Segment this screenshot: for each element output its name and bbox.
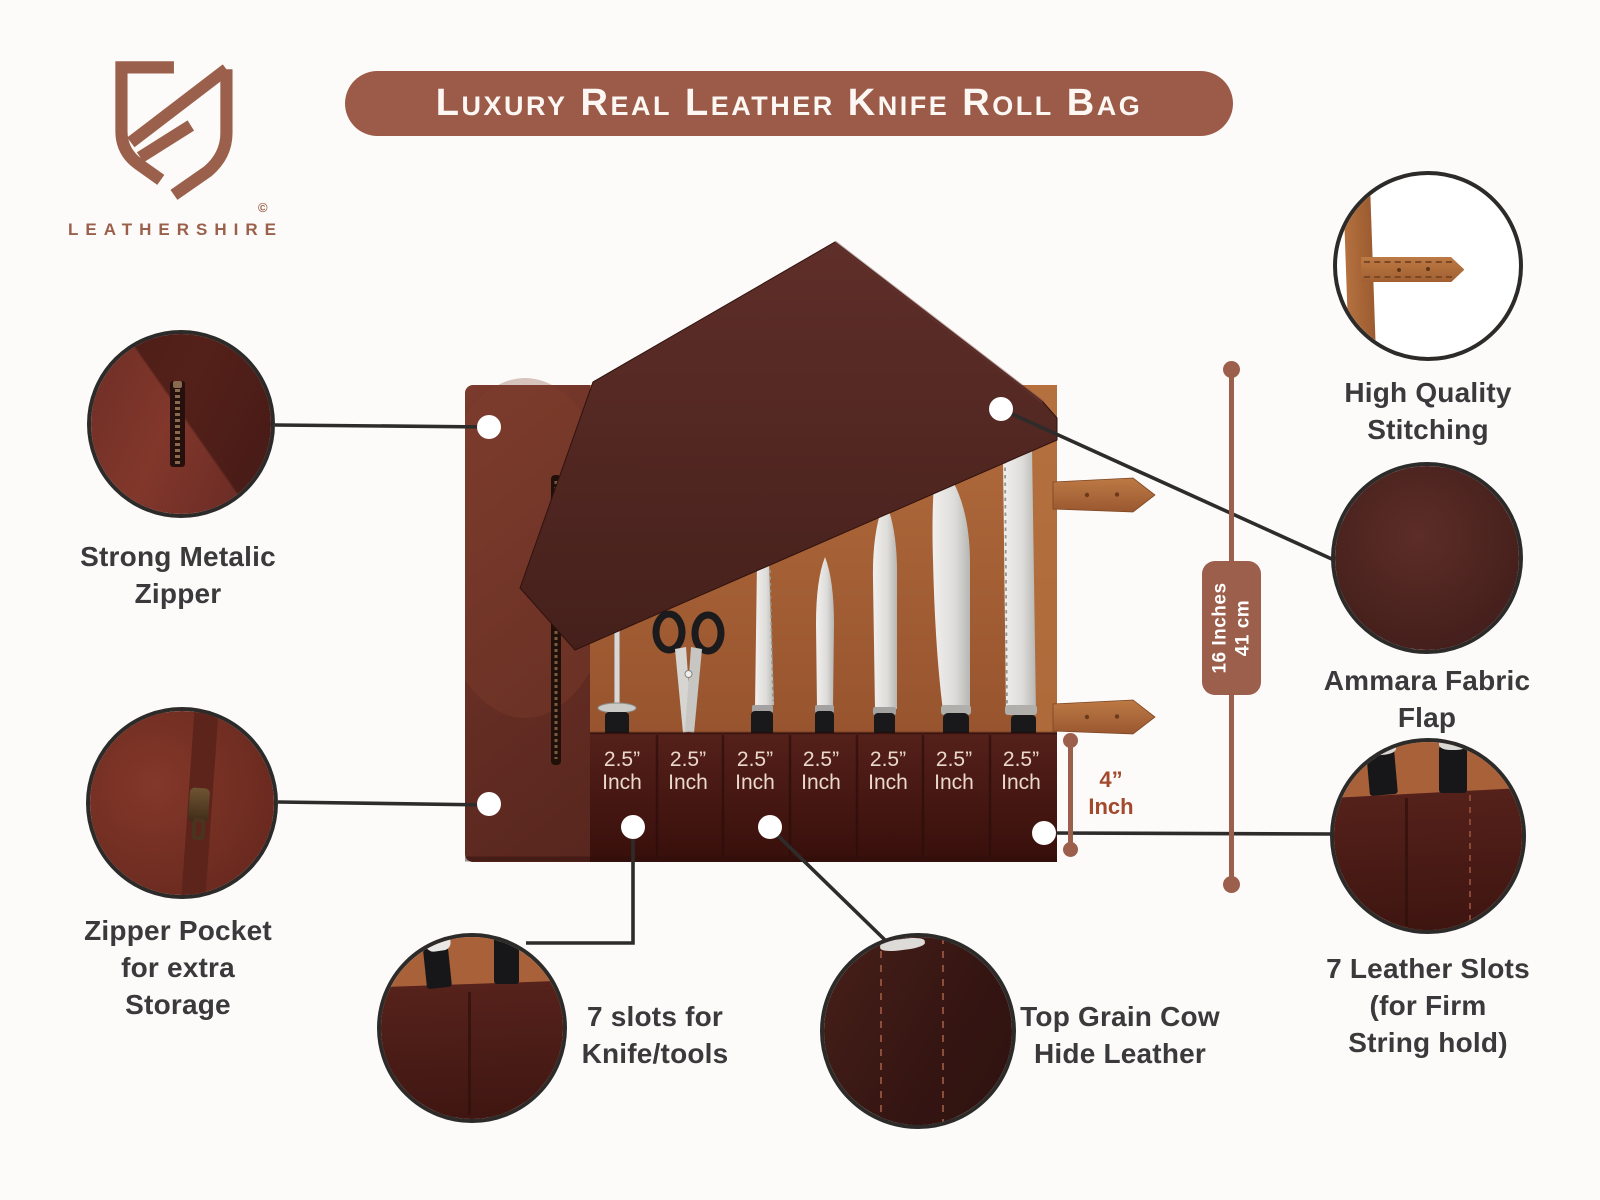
tool-slots-pocket-band (381, 980, 563, 1119)
ammara-fabric-photo-circle (1331, 462, 1523, 654)
pocket-zipper-pull-ring (190, 817, 206, 841)
strap-rivet-1 (1397, 267, 1402, 272)
closure-strap-top (1052, 477, 1156, 513)
slots-knife-handle-2 (1439, 745, 1468, 793)
zipper-teeth (175, 384, 181, 464)
strap-measure-dot-top (1063, 733, 1078, 748)
bread-knife (1003, 442, 1037, 745)
slot-size-label-6: 2.5”Inch (934, 748, 974, 794)
ammara-fabric-bg (1335, 466, 1519, 650)
strap-rivet-2 (1426, 266, 1431, 271)
connector-zipper-pocket (277, 800, 491, 807)
slot-size-label-4: 2.5”Inch (801, 748, 841, 794)
title-banner: Luxury Real Leather Knife Roll Bag (345, 71, 1233, 136)
ammara-flap (519, 241, 1058, 651)
zipper-pocket-photo-circle (86, 707, 278, 899)
top-grain-stitch-1 (880, 937, 883, 1125)
slot-size-label-5: 2.5”Inch (868, 748, 908, 794)
length-measure-dot-top (1223, 361, 1240, 378)
caption-zipper-pocket: Zipper Pocket for extra Storage (84, 915, 272, 1020)
metalic-zipper-photo-circle (87, 330, 275, 518)
pocket-leather-bg (90, 711, 274, 895)
slots-crease-1 (1405, 798, 1409, 927)
brand-monogram-icon (115, 61, 233, 200)
stitch-line-top (1364, 261, 1452, 264)
carving-knife (872, 500, 898, 743)
tool-slots-crease (468, 991, 472, 1116)
slots-stitch-line (1469, 794, 1472, 927)
slots-knife-handle-1 (1365, 748, 1398, 796)
top-grain-leather-bg (824, 937, 1012, 1125)
connector-metalic-zipper (274, 423, 491, 429)
strap-measure-dot-bottom (1063, 842, 1078, 857)
caption-ammara-flap: Ammara Fabric Flap (1323, 665, 1531, 733)
caption-top-grain: Top Grain Cow Hide Leather (1020, 1001, 1220, 1069)
strap-measure-line (1068, 739, 1073, 851)
length-measure-dot-bottom (1223, 876, 1240, 893)
kitchen-scissors (652, 610, 725, 733)
tool-slots-handle-1 (422, 946, 453, 990)
monogram-left-stroke (115, 61, 174, 185)
leather-slots-photo-circle (1330, 738, 1526, 934)
slot-size-label-1: 2.5”Inch (602, 748, 642, 794)
caption-tool-slots: 7 slots for Knife/tools (581, 1001, 729, 1069)
zipper-slider-tab (173, 380, 183, 388)
closure-strap-bottom (1052, 699, 1156, 735)
monogram-inner-stroke (136, 120, 195, 163)
slot-size-label-2: 2.5”Inch (668, 748, 708, 794)
monogram-diagonal-stroke (127, 64, 231, 148)
stitch-line-bottom (1364, 276, 1452, 278)
stitching-strap (1360, 256, 1465, 283)
stitching-photo-circle (1333, 171, 1523, 361)
registered-mark: © (258, 200, 268, 215)
length-measure-label: 16 Inches 41 cm (1202, 561, 1261, 695)
tool-slots-pommel-2 (493, 937, 520, 943)
pocket-creases (655, 735, 992, 858)
slot-size-label-3: 2.5”Inch (735, 748, 775, 794)
page-title: Luxury Real Leather Knife Roll Bag (435, 82, 1143, 124)
flap-edge-highlight (834, 240, 1044, 404)
slots-pocket-band (1334, 787, 1522, 930)
tool-slots-handle-2 (493, 937, 520, 985)
top-grain-stitch-2 (942, 937, 945, 1125)
caption-leather-slots: 7 Leather Slots (for Firm String hold) (1326, 953, 1530, 1058)
strap-measure-label: 4” Inch (1088, 767, 1134, 819)
tool-slots-photo-circle (377, 933, 567, 1123)
caption-metalic-zipper: Strong Metalic Zipper (80, 541, 276, 609)
caption-stitching: High Quality Stitching (1344, 377, 1512, 445)
slots-knife-pommel-2 (1439, 742, 1468, 750)
top-grain-photo-circle (820, 933, 1016, 1129)
monogram-right-stroke (170, 69, 233, 200)
slot-size-label-7: 2.5”Inch (1001, 748, 1041, 794)
brand-wordmark: LEATHERSHIRE (68, 220, 283, 239)
